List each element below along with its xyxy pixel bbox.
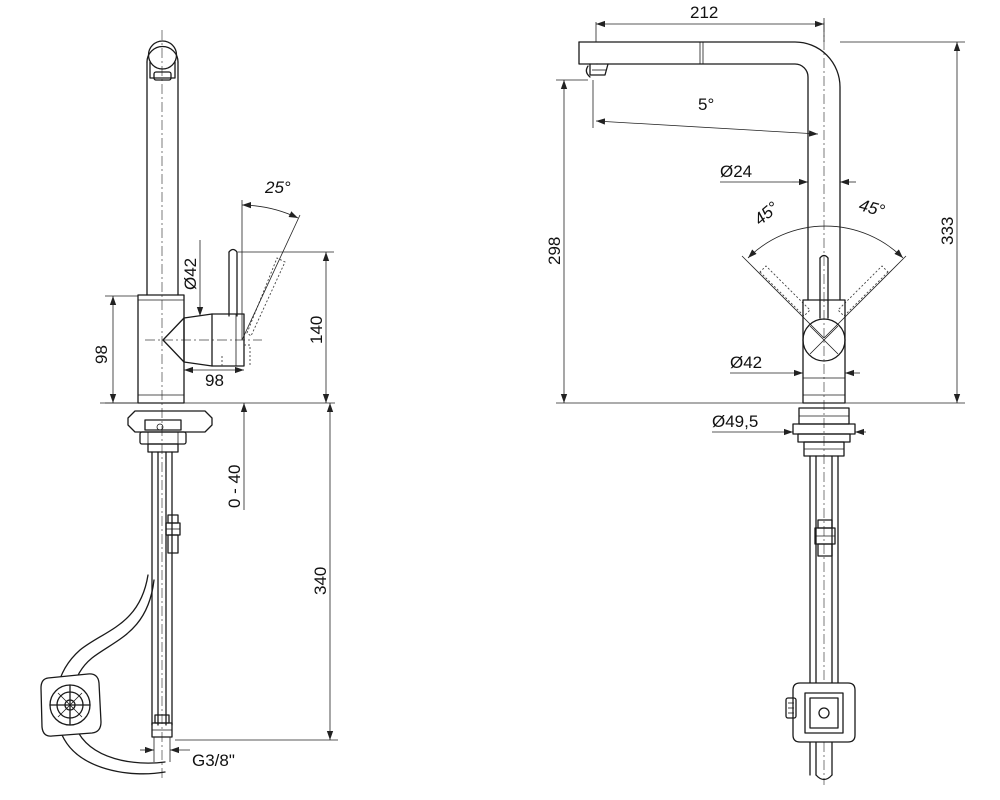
total-height-label: 333 [938, 217, 957, 245]
spout-height-label: 298 [545, 237, 564, 265]
handle-hub [162, 313, 251, 367]
spout-diameter-label: Ø24 [720, 162, 752, 181]
connection-thread-label: G3/8" [192, 751, 235, 770]
side-view: 25° Ø42 98 98 140 0 - 40 [40, 30, 338, 780]
front-base-flange [792, 407, 856, 457]
supply-hoses [151, 451, 181, 738]
spout-reach-label: 212 [690, 3, 718, 22]
spout-riser [146, 40, 179, 296]
swivel-extension-tilted [241, 214, 301, 341]
mounting-flange [127, 410, 213, 453]
body-height-label: 98 [92, 345, 111, 364]
spout-tilt-arc [595, 118, 819, 137]
front-view: 212 5° 333 298 Ø24 45° 45° [545, 3, 965, 785]
lever-tilted-outline [246, 257, 286, 337]
lever [228, 248, 238, 317]
lever-height-label: 140 [307, 316, 326, 344]
lever-left-position [759, 265, 811, 317]
lever-rotation-arc [747, 225, 904, 259]
deck-thickness-label: 0 - 40 [225, 465, 244, 508]
lever-angle-right-label: 45° [857, 196, 887, 221]
hose-length-label: 340 [311, 567, 330, 595]
spout-tilt-label: 5° [698, 95, 714, 114]
lever-angle-left-label: 45° [750, 198, 782, 229]
front-body-diameter-label: Ø42 [730, 353, 762, 372]
front-hose-weight [785, 682, 856, 743]
front-lever [819, 254, 829, 319]
lever-right-position [837, 265, 889, 317]
base-diameter-label: Ø49,5 [712, 412, 758, 431]
lever-left-extension [741, 255, 825, 339]
spout [578, 41, 841, 301]
swivel-arc [241, 201, 299, 219]
handle-length-label: 98 [205, 371, 224, 390]
body-diameter-label: Ø42 [181, 258, 200, 290]
pullout-hose-loop [55, 574, 166, 775]
lever-right-extension [823, 255, 907, 339]
mixer-body [137, 294, 185, 404]
spray-head [585, 63, 609, 78]
swivel-angle-label: 25° [264, 178, 291, 197]
hose-weight [40, 673, 102, 737]
